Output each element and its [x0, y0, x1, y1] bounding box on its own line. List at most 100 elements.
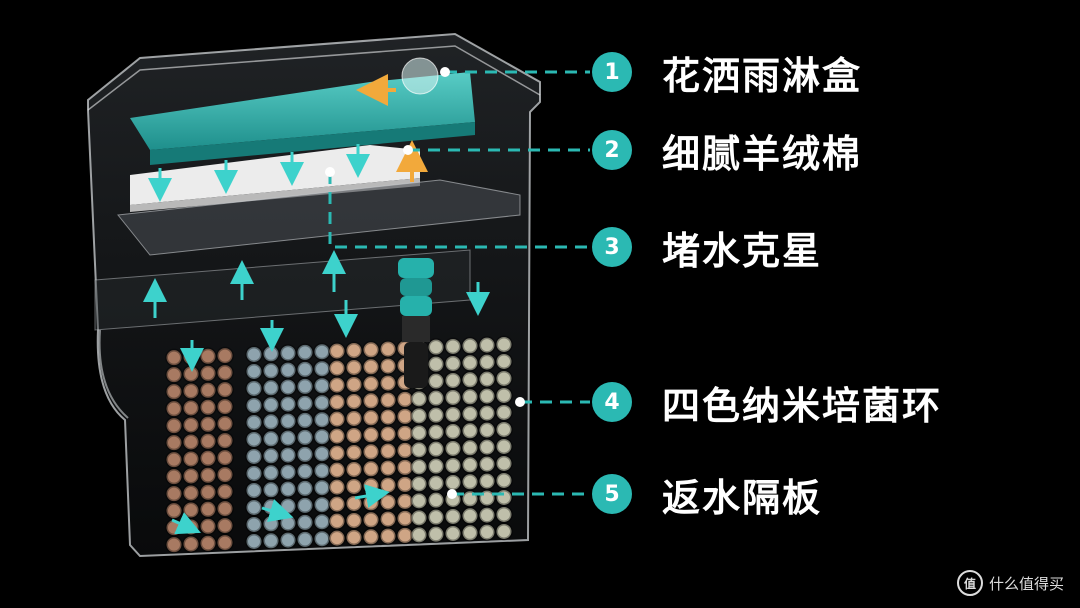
- media-ring: [216, 363, 234, 382]
- media-ring: [313, 393, 331, 412]
- media-ring: [362, 408, 380, 427]
- media-ring: [165, 433, 183, 452]
- media-ring: [427, 525, 445, 544]
- media-ring: [427, 355, 445, 374]
- watermark-logo-icon: 值: [956, 570, 983, 596]
- media-ring: [199, 415, 217, 434]
- media-ring: [444, 405, 462, 424]
- media-ring: [182, 500, 200, 519]
- media-ring: [199, 466, 217, 485]
- media-ring: [345, 392, 363, 411]
- media-ring: [461, 370, 479, 389]
- media-ring: [444, 473, 462, 492]
- media-ring: [345, 341, 363, 360]
- drain-nozzle: [398, 258, 434, 388]
- media-ring: [461, 523, 479, 542]
- media-ring: [313, 444, 331, 463]
- number-badge: 5: [592, 474, 632, 514]
- media-ring: [461, 387, 479, 406]
- number-badge: 1: [592, 52, 632, 92]
- media-ring: [427, 423, 445, 442]
- leader-lines: [328, 70, 590, 496]
- label-text: 花洒雨淋盒: [662, 53, 863, 98]
- upflow-arrows: [356, 74, 428, 182]
- media-ring: [461, 421, 479, 440]
- media-ring: [296, 462, 314, 481]
- media-ring: [216, 397, 234, 416]
- media-ring: [199, 398, 217, 417]
- media-ring: [478, 523, 496, 542]
- media-ring: [461, 353, 479, 372]
- media-ring: [427, 406, 445, 425]
- media-ring: [296, 513, 314, 532]
- media-ring: [165, 501, 183, 520]
- media-ring: [495, 386, 513, 405]
- media-ring: [296, 428, 314, 447]
- media-ring: [245, 396, 263, 415]
- media-ring: [216, 482, 234, 501]
- media-ring: [262, 429, 280, 448]
- media-ring: [478, 472, 496, 491]
- bio-media-rings: [165, 335, 513, 554]
- media-ring: [495, 352, 513, 371]
- media-ring: [362, 357, 380, 376]
- media-ring: [182, 415, 200, 434]
- media-ring: [362, 442, 380, 461]
- media-ring: [279, 344, 297, 363]
- media-ring: [296, 530, 314, 549]
- media-ring: [279, 497, 297, 516]
- media-ring: [345, 426, 363, 445]
- media-ring: [328, 478, 346, 497]
- media-ring: [199, 483, 217, 502]
- media-ring: [410, 525, 428, 544]
- label-2: 2 细腻羊绒棉: [592, 124, 862, 176]
- media-ring: [444, 388, 462, 407]
- media-ring: [262, 514, 280, 533]
- media-ring: [199, 432, 217, 451]
- media-ring: [182, 432, 200, 451]
- media-ring: [495, 454, 513, 473]
- media-ring: [427, 474, 445, 493]
- media-ring: [427, 338, 445, 357]
- media-ring: [345, 528, 363, 547]
- media-ring: [379, 442, 397, 461]
- media-ring: [165, 348, 183, 367]
- media-ring: [495, 403, 513, 422]
- media-ring: [313, 478, 331, 497]
- media-ring: [245, 464, 263, 483]
- media-ring: [444, 524, 462, 543]
- media-ring: [279, 446, 297, 465]
- media-ring: [313, 512, 331, 531]
- media-ring: [279, 463, 297, 482]
- media-ring: [444, 456, 462, 475]
- media-ring: [444, 507, 462, 526]
- media-ring: [182, 381, 200, 400]
- media-ring: [313, 495, 331, 514]
- media-ring: [461, 455, 479, 474]
- media-ring: [362, 340, 380, 359]
- media-ring: [313, 529, 331, 548]
- label-text: 堵水克星: [662, 228, 823, 273]
- media-ring: [410, 389, 428, 408]
- media-ring: [279, 378, 297, 397]
- label-text: 细腻羊绒棉: [662, 131, 863, 176]
- media-ring: [461, 472, 479, 491]
- label-5: 5 返水隔板: [592, 468, 822, 520]
- media-ring: [328, 444, 346, 463]
- number-badge: 3: [592, 227, 632, 267]
- media-ring: [182, 466, 200, 485]
- media-ring: [444, 337, 462, 356]
- media-ring: [495, 420, 513, 439]
- media-ring: [379, 493, 397, 512]
- media-ring: [444, 354, 462, 373]
- media-ring: [296, 496, 314, 515]
- media-ring: [379, 425, 397, 444]
- media-ring: [216, 380, 234, 399]
- media-ring: [262, 378, 280, 397]
- media-ring: [216, 431, 234, 450]
- media-ring: [296, 343, 314, 362]
- media-ring: [313, 427, 331, 446]
- media-ring: [296, 411, 314, 430]
- label-1: 1 花洒雨淋盒: [592, 46, 862, 98]
- media-ring: [328, 342, 346, 361]
